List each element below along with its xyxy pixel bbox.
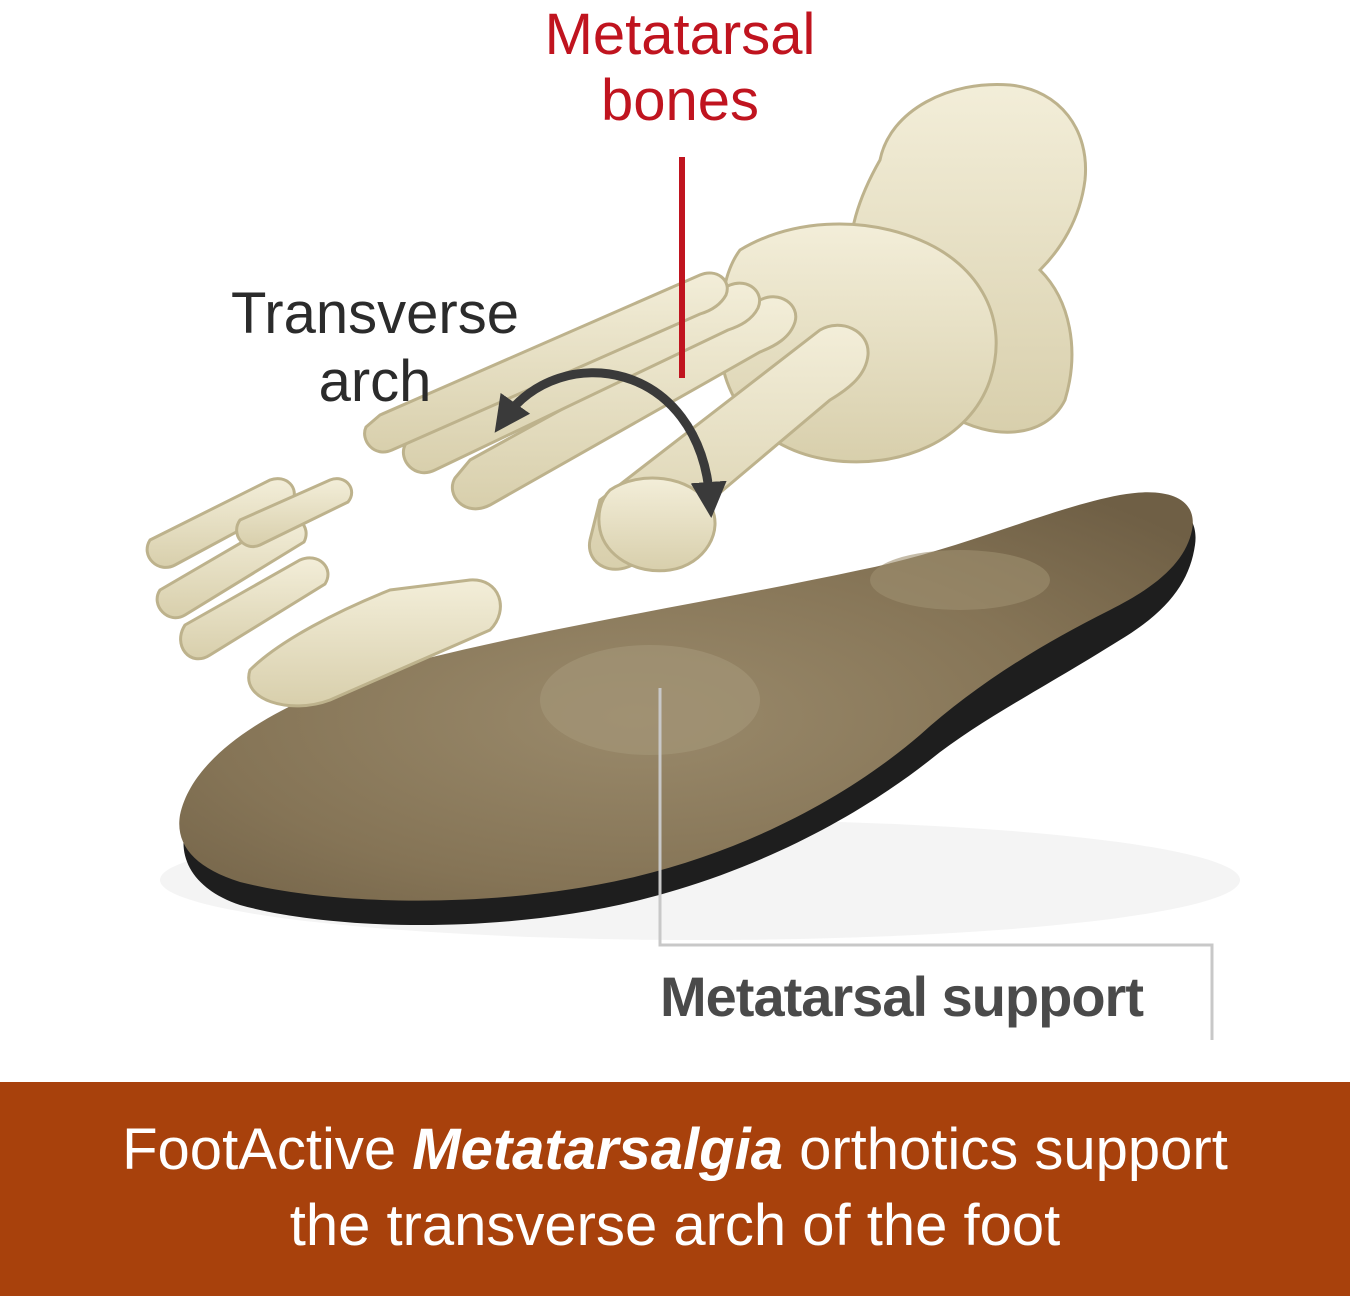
banner-line2: the transverse arch of the foot (289, 1193, 1061, 1258)
metatarsal-bone-4 (363, 271, 729, 454)
metatarsal-support-bracket (658, 688, 1214, 1040)
banner-line1-emphasis: Metatarsalgia (412, 1117, 783, 1182)
metatarsal-bones-line2: bones (600, 68, 760, 133)
insole (179, 492, 1196, 925)
metatarsal-bone-3 (402, 281, 762, 475)
foot-skeleton (145, 82, 1088, 708)
metatarsal-support-label: Metatarsal support (660, 965, 1144, 1028)
big-toe-phalanx (247, 578, 502, 708)
arch-highlight (870, 550, 1050, 610)
banner-line1-suffix: orthotics support (782, 1117, 1228, 1182)
metatarsal-bones-label: Metatarsal bones (520, 2, 840, 134)
toe-phalanx-2 (179, 556, 330, 661)
banner-caption: FootActive Metatarsalgia orthotics suppo… (0, 1112, 1350, 1264)
transverse-arch-arrow (494, 368, 727, 518)
toe-phalanx-5 (235, 477, 354, 549)
foot-insole-illustration (145, 82, 1240, 1040)
caption-banner: FootActive Metatarsalgia orthotics suppo… (0, 1082, 1350, 1296)
metatarsal-pad (540, 645, 760, 755)
sesamoid-joint (597, 476, 717, 573)
transverse-arch-label: Transverse arch (215, 280, 535, 416)
transverse-arch-line2: arch (318, 349, 432, 414)
banner-line1-prefix: FootActive (122, 1117, 413, 1182)
transverse-arch-line1: Transverse (231, 281, 519, 346)
metatarsal-bones-line1: Metatarsal (544, 2, 816, 67)
